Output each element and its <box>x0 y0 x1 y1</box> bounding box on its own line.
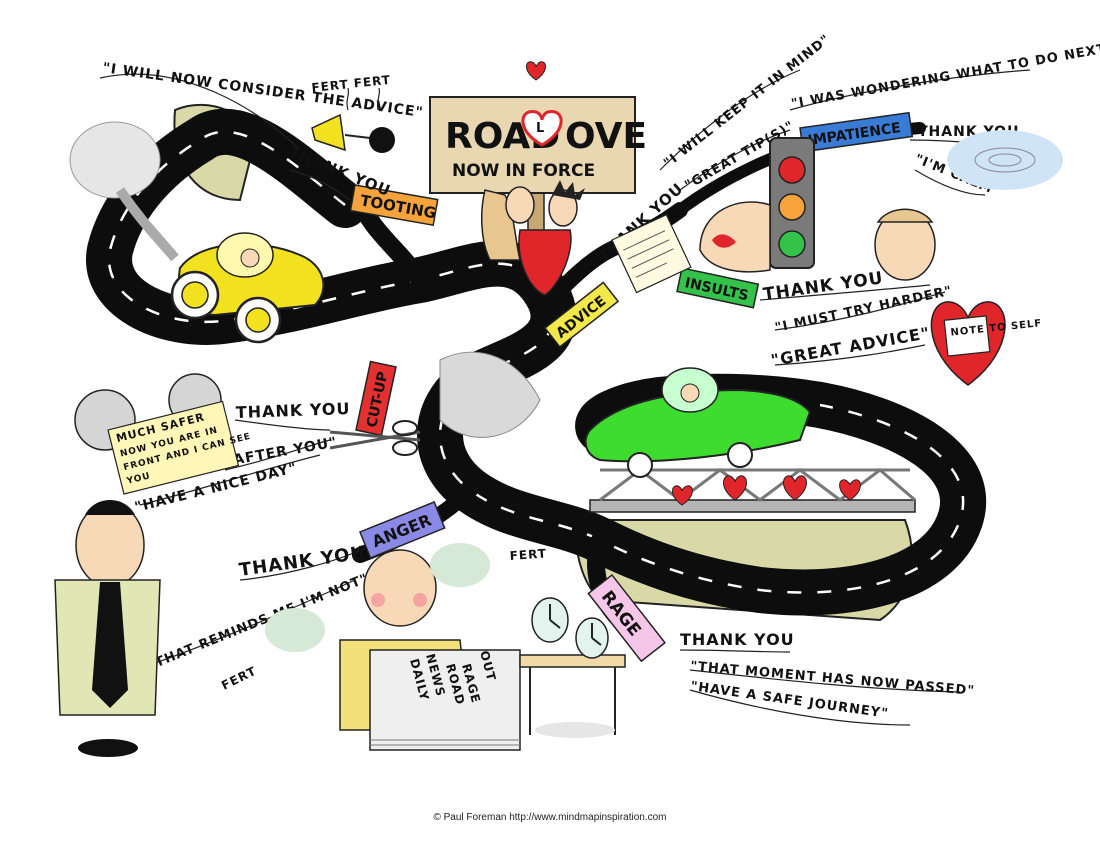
heart-icon <box>521 110 563 147</box>
yellow-car <box>170 232 325 344</box>
exhaust-cloud-top <box>69 121 179 262</box>
heart-icon <box>723 475 747 501</box>
branch-impatience[interactable]: IMPATIENCE <box>799 111 914 153</box>
phrase-lines <box>99 69 1031 726</box>
horn-icon <box>311 87 395 153</box>
branch-insults[interactable]: INSULTS <box>676 267 760 309</box>
phrase-thank-you-insults: THANK YOU <box>762 268 885 305</box>
sign-subtitle: NOW IN FORCE <box>452 161 595 181</box>
bridge-hearts <box>672 475 861 506</box>
newspaper-icon: DAILY NEWS ROAD RAGE OUT <box>369 649 521 751</box>
branch-tooting[interactable]: TOOTING <box>349 184 439 227</box>
kissing-face <box>699 201 771 273</box>
heart-icon <box>672 485 693 506</box>
heart-icon <box>526 61 546 81</box>
phrase-thank-you-anger: THANK YOU <box>238 542 368 581</box>
road <box>86 103 986 629</box>
calm-water <box>947 130 1063 190</box>
calm-man-face <box>874 208 936 281</box>
road-center-line <box>107 130 965 594</box>
green-car <box>439 351 812 478</box>
copyright-credit: © Paul Foreman http://www.mindmapinspira… <box>433 812 667 823</box>
clock-icon <box>531 597 569 643</box>
phrase-thank-you-cutup: THANK YOU <box>235 399 350 422</box>
branch-cut-up[interactable]: CUT-UP <box>355 360 397 437</box>
phrase-fert-left: FERT <box>219 664 259 693</box>
traffic-light-icon <box>769 137 815 269</box>
sign-word-ove: OVE <box>565 116 647 157</box>
kissing-couple <box>480 180 585 296</box>
note-to-self-heart: NOTE TO SELF <box>930 301 1043 386</box>
learner-badge: L <box>536 121 544 136</box>
heart-icon <box>783 475 807 501</box>
heart-icon <box>839 479 861 501</box>
advice-scroll <box>611 213 692 294</box>
phrase-reminds-me: "THAT REMINDS ME I'M NOT" <box>146 571 371 673</box>
phrase-fert-right: FERT <box>509 546 547 563</box>
much-safer-note: MUCH SAFER NOW YOU ARE IN FRONT AND I CA… <box>107 400 252 495</box>
tie-man <box>54 500 161 757</box>
phrase-consider-advice: "I WILL NOW CONSIDER THE ADVICE" <box>101 60 424 121</box>
road-love-sign: ROAD L OVE NOW IN FORCE <box>429 61 647 296</box>
clock-icon <box>575 617 609 659</box>
scissors-icon <box>329 420 421 456</box>
clock-table <box>519 654 626 738</box>
phrase-wondering: "I WAS WONDERING WHAT TO DO NEXT" <box>790 40 1100 112</box>
phrase-thank-you-rage: THANK YOU <box>680 630 795 649</box>
